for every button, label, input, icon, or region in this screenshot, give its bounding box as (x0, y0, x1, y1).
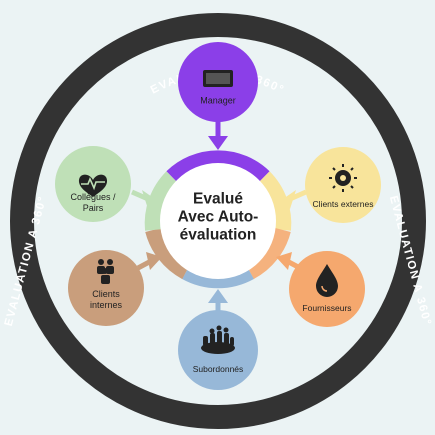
node-collegues-line1: Collègues / (70, 192, 116, 203)
node-collegues-line2: Pairs (82, 203, 104, 213)
arrow-collegues (130, 189, 158, 209)
people-icon (97, 259, 114, 284)
sun-icon (329, 164, 357, 192)
arrow-manager (208, 119, 228, 150)
node-clients-externes-label: Clients externes (312, 198, 374, 209)
node-clients-internes-label: Clients internes (90, 289, 122, 311)
monitor-icon (203, 70, 233, 87)
segment-manager (166, 150, 270, 183)
node-subordonnes-label: Subordonnés (192, 363, 244, 374)
node-fournisseurs-label: Fournisseurs (302, 302, 352, 313)
center-segment-ring (144, 150, 292, 289)
node-clients-internes-line2: internes (89, 300, 123, 310)
center-circle (160, 163, 276, 279)
center-label: Evalué Avec Auto- évaluation (178, 190, 259, 243)
node-collegues-label: Collègues / Pairs (70, 192, 115, 214)
arrow-clients-externes (280, 189, 308, 209)
segment-clients-externes (258, 171, 292, 231)
segment-subordonnes (182, 264, 254, 289)
ring-label-right: EVALUATION A 360° (386, 194, 434, 328)
center-line-1: Evalué (193, 190, 243, 208)
node-clients-internes-circle (68, 250, 144, 326)
ring-label-right-wrap: EVALUATION A 360° (386, 176, 434, 346)
outer-ring (10, 13, 426, 429)
team-icon (201, 325, 235, 354)
segment-fournisseurs (245, 227, 291, 280)
center-line-3: évaluation (179, 225, 257, 243)
node-manager-label: Manager (200, 95, 236, 106)
center-line-2: Avec Auto- (177, 208, 259, 226)
heart-icon (78, 174, 108, 197)
ring-label-left-wrap: EVALUATION A 360° (2, 176, 50, 346)
drop-icon (316, 264, 338, 297)
ring-label-left: EVALUATION A 360° (2, 194, 50, 328)
segment-clients-internes (145, 227, 191, 280)
node-clients-internes-line1: Clients (92, 289, 120, 300)
arrow-clients-internes (136, 252, 162, 271)
